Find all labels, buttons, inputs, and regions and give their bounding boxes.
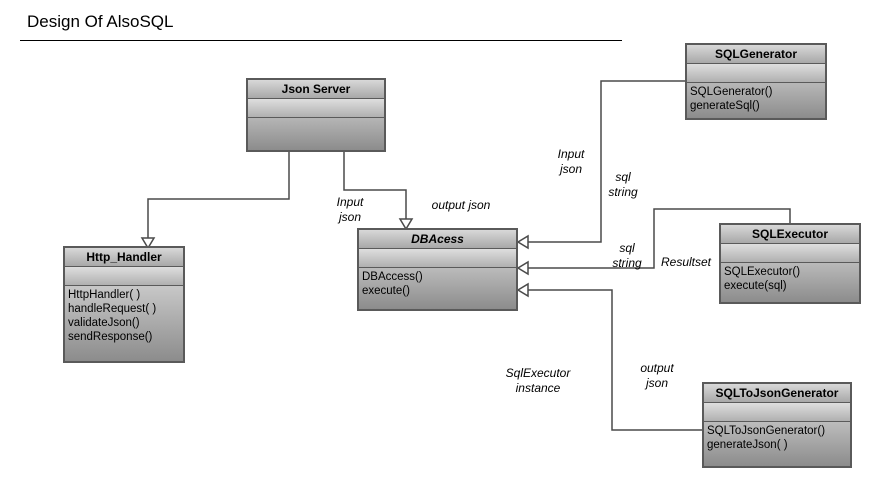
operation: validateJson() [68, 317, 140, 329]
attributes-compartment [687, 64, 825, 83]
class-sql-to-json-generator[interactable]: SQLToJsonGenerator SQLToJsonGenerator() … [702, 382, 852, 468]
label-sql-string-1: sql string [608, 170, 638, 199]
attributes-compartment [248, 99, 384, 118]
operation: handleRequest( ) [68, 303, 157, 315]
label-input-json-1: Input json [336, 195, 364, 224]
label-output-json-2: output json [640, 361, 674, 390]
connector-sqlexecutor-dbaccess [527, 208, 791, 269]
class-http-handler[interactable]: Http_Handler HttpHandler( ) handleReques… [63, 246, 185, 363]
connector-sqlgenerator-dbaccess [527, 80, 686, 243]
page-title: Design Of AlsoSQL [27, 12, 174, 31]
class-json-server[interactable]: Json Server [246, 78, 386, 152]
operation: execute(sql) [724, 280, 787, 292]
arrowhead-dbaccess-top [398, 218, 414, 231]
operations-compartment: SQLGenerator() generateSql() [687, 83, 825, 115]
operations-compartment: SQLToJsonGenerator() generateJson( ) [704, 422, 850, 454]
arrowhead-dbaccess-sqltojson [516, 282, 529, 298]
class-name: Json Server [248, 80, 384, 99]
label-sqlexecutor-instance: SqlExecutor instance [505, 366, 571, 395]
connector-jsonserver-dbaccess [343, 151, 407, 220]
arrowhead-dbaccess-sqlgen [516, 234, 529, 250]
arrowhead-dbaccess-sqlexec [516, 260, 529, 276]
operation: generateSql() [690, 100, 760, 112]
class-name: DBAcess [359, 230, 516, 249]
operations-compartment: HttpHandler( ) handleRequest( ) validate… [65, 286, 183, 346]
class-dbaccess[interactable]: DBAcess DBAccess() execute() [357, 228, 518, 311]
operation: generateJson( ) [707, 439, 788, 451]
class-name: SQLExecutor [721, 225, 859, 244]
class-name: Http_Handler [65, 248, 183, 267]
class-sql-executor[interactable]: SQLExecutor SQLExecutor() execute(sql) [719, 223, 861, 304]
operation: SQLExecutor() [724, 266, 801, 278]
label-resultset: Resultset [660, 255, 712, 269]
class-sql-generator[interactable]: SQLGenerator SQLGenerator() generateSql(… [685, 43, 827, 120]
operations-compartment: SQLExecutor() execute(sql) [721, 263, 859, 295]
attributes-compartment [721, 244, 859, 263]
operations-compartment [248, 118, 384, 122]
connector-sqltojson-dbaccess [527, 289, 704, 431]
operations-compartment: DBAccess() execute() [359, 268, 516, 300]
label-output-json-1: output json [431, 198, 491, 212]
operation: HttpHandler( ) [68, 289, 141, 301]
attributes-compartment [704, 403, 850, 422]
label-input-json-2: Input json [557, 147, 585, 176]
attributes-compartment [65, 267, 183, 286]
attributes-compartment [359, 249, 516, 268]
operation: sendResponse() [68, 331, 153, 343]
operation: DBAccess() [362, 271, 423, 283]
label-sql-string-2: sql string [612, 241, 642, 270]
operation: SQLToJsonGenerator() [707, 425, 826, 437]
operation: execute() [362, 285, 410, 297]
operation: SQLGenerator() [690, 86, 773, 98]
arrowhead-httphandler [140, 237, 156, 250]
title-underline [20, 40, 622, 41]
connector-jsonserver-httphandler [147, 151, 290, 239]
class-name: SQLGenerator [687, 45, 825, 64]
class-name: SQLToJsonGenerator [704, 384, 850, 403]
